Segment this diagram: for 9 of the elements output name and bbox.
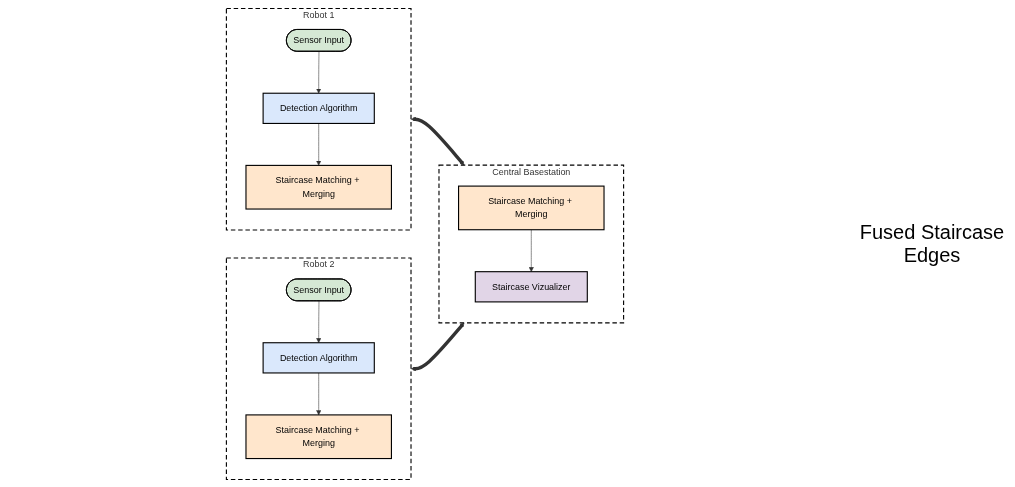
arrow — [410, 116, 464, 165]
node-box: Detection Algorithm — [262, 341, 375, 373]
arrow — [410, 322, 464, 371]
node-box: Staircase Vizualizer — [474, 270, 588, 302]
node-box: Staircase Matching + Merging — [457, 185, 605, 230]
note-text: Fused Staircase Edges — [858, 220, 1006, 267]
node-box: Detection Algorithm — [262, 92, 375, 124]
node-box: Staircase Matching + Merging — [244, 164, 392, 210]
node-box: Staircase Matching + Merging — [244, 413, 392, 459]
